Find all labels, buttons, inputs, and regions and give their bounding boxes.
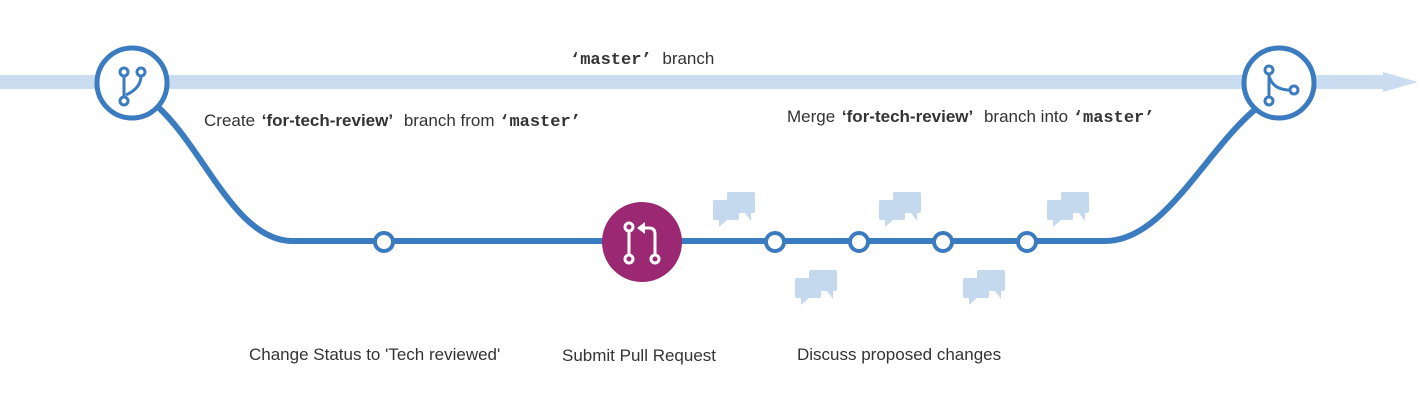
git-pull-request-icon bbox=[602, 202, 682, 282]
master-branch-suffix: branch bbox=[662, 49, 715, 68]
merge-target: ‘master’ bbox=[1072, 109, 1155, 128]
create-branch-name: ‘for-tech-review’ bbox=[261, 111, 394, 130]
master-branch-name: ‘master’ bbox=[570, 51, 652, 70]
commit-node bbox=[764, 231, 786, 253]
master-arrow-head bbox=[1383, 72, 1418, 92]
merge-prefix: Merge bbox=[787, 107, 836, 126]
create-prefix: Create bbox=[204, 111, 256, 130]
comment-bubbles-icon bbox=[963, 270, 1005, 305]
commit-node bbox=[932, 231, 954, 253]
comment-bubbles-icon bbox=[1047, 192, 1089, 227]
commit-node bbox=[1016, 231, 1038, 253]
step-change-status-label: Change Status to 'Tech reviewed' bbox=[249, 345, 501, 364]
commit-node bbox=[848, 231, 870, 253]
git-merge-icon bbox=[1241, 45, 1317, 121]
comment-bubbles-icon bbox=[713, 192, 755, 227]
merge-middle: branch into bbox=[983, 107, 1069, 126]
master-branch-label: ‘master’ branch bbox=[570, 49, 714, 70]
create-branch-label: Create ‘for-tech-review’ branch from ‘ma… bbox=[204, 111, 581, 132]
create-target: ‘master’ bbox=[499, 113, 581, 132]
git-branch-icon bbox=[94, 45, 170, 121]
feature-branch-line bbox=[155, 104, 1260, 244]
merge-branch-name: ‘for-tech-review’ bbox=[841, 107, 974, 126]
commit-node bbox=[373, 231, 395, 253]
step-submit-pr-label: Submit Pull Request bbox=[562, 346, 717, 365]
create-middle: branch from bbox=[403, 111, 495, 130]
step-discuss-label: Discuss proposed changes bbox=[797, 345, 1002, 364]
comment-bubbles-icon bbox=[795, 270, 837, 305]
comment-bubbles-icon bbox=[879, 192, 921, 227]
merge-branch-label: Merge ‘for-tech-review’ branch into ‘mas… bbox=[787, 107, 1154, 128]
